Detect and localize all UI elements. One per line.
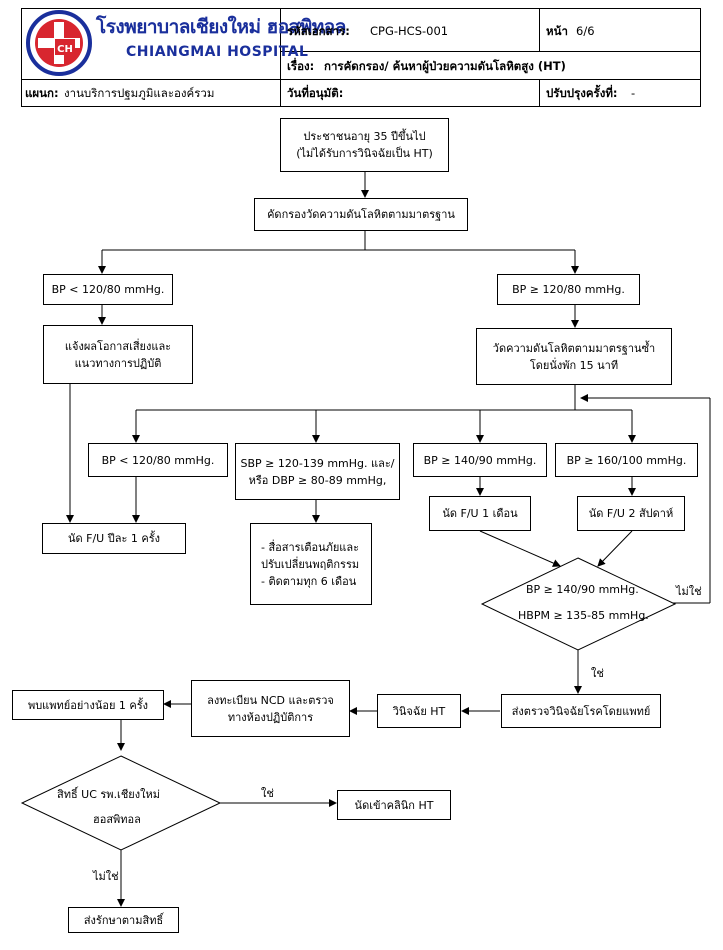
- subject-value: การคัดกรอง/ ค้นหาผู้ป่วยความดันโลหิตสูง …: [324, 59, 566, 73]
- doc-code-value: CPG-HCS-001: [370, 24, 449, 38]
- decision2-yes-label: ใช่: [261, 787, 274, 800]
- b2-line1: SBP ≥ 120-139 mmHg. และ/: [240, 456, 395, 470]
- approve-label: วันที่อนุมัติ:: [287, 86, 344, 100]
- decision2-no-label: ไม่ใช่: [93, 870, 119, 883]
- page-value: 6/6: [576, 24, 595, 38]
- remeasure-line2: โดยนั่งพัก 15 นาที: [529, 358, 619, 372]
- remeasure-box: วัดความดันโลหิตตามมาตรฐานซ้ำ โดยนั่งพัก …: [476, 328, 672, 385]
- header-divider: [280, 51, 701, 52]
- see-doctor-box: พบแพทย์อย่างน้อย 1 ครั้ง: [12, 690, 164, 720]
- page-label: หน้า: [546, 24, 568, 38]
- fu-2week-box: นัด F/U 2 สัปดาห์: [577, 496, 685, 531]
- hospital-logo: CH: [26, 10, 92, 76]
- treat-text: ส่งรักษาตามสิทธิ์: [83, 913, 164, 927]
- b1-text: BP < 120/80 mmHg.: [101, 453, 215, 467]
- bp-160-box: BP ≥ 160/100 mmHg.: [555, 443, 698, 477]
- decision-diamond-uc: [20, 755, 222, 851]
- fu-2week-text: นัด F/U 2 สัปดาห์: [588, 507, 674, 520]
- fu-month-text: นัด F/U 1 เดือน: [442, 507, 518, 520]
- bp-140-box: BP ≥ 140/90 mmHg.: [413, 443, 547, 477]
- prehypertension-box: SBP ≥ 120-139 mmHg. และ/ หรือ DBP ≥ 80-8…: [235, 443, 400, 500]
- hospital-name-english: CHIANGMAI HOSPITAL: [126, 44, 309, 60]
- b3-text: BP ≥ 140/90 mmHg.: [423, 453, 537, 467]
- decision1-line1: BP ≥ 140/90 mmHg.: [526, 583, 639, 596]
- refer-doctor-box: ส่งตรวจวินิจฉัยโรคโดยแพทย์: [501, 694, 661, 728]
- start-line2: (ไม่ได้รับการวินิจฉัยเป็น HT): [296, 147, 433, 160]
- bp-normal-box: BP < 120/80 mmHg.: [88, 443, 228, 477]
- register-line1: ลงทะเบียน NCD และตรวจ: [207, 693, 334, 707]
- subject-label: เรื่อง:: [287, 59, 315, 73]
- decision1-no-label: ไม่ใช่: [676, 585, 702, 598]
- remeasure-line1: วัดความดันโลหิตตามมาตรฐานซ้ำ: [492, 341, 656, 355]
- decision2-line1: สิทธิ์ UC รพ.เชียงใหม่: [57, 788, 160, 801]
- clinic-box: นัดเข้าคลินิก HT: [337, 790, 451, 820]
- register-box: ลงทะเบียน NCD และตรวจ ทางห้องปฏิบัติการ: [191, 680, 350, 737]
- advice-box: - สื่อสารเตือนภัยและ ปรับเปลี่ยนพฤติกรรม…: [250, 523, 372, 605]
- bp-low-text: BP < 120/80 mmHg.: [51, 283, 165, 296]
- inform-line1: แจ้งผลโอกาสเสี่ยงและ: [64, 339, 172, 353]
- refer-doctor-text: ส่งตรวจวินิจฉัยโรคโดยแพทย์: [511, 704, 651, 718]
- logo-text: CH: [57, 44, 73, 55]
- decision-diamond-bp: [480, 557, 677, 651]
- hospital-name-thai: โรงพยาบาลเชียงใหม่ ฮอสพิทอล: [96, 16, 346, 38]
- bp-low-box: BP < 120/80 mmHg.: [43, 274, 173, 305]
- diagnose-text: วินิจฉัย HT: [392, 704, 446, 718]
- revision-value: -: [631, 86, 636, 100]
- dept-label: แผนก:: [25, 86, 59, 100]
- advice-line1: - สื่อสารเตือนภัยและ: [261, 540, 360, 554]
- advice-line3: - ติดตามทุก 6 เดือน: [261, 574, 357, 588]
- bp-high-text: BP ≥ 120/80 mmHg.: [512, 283, 625, 296]
- header-divider: [539, 8, 540, 51]
- fu-year-box: นัด F/U ปีละ 1 ครั้ง: [42, 523, 186, 554]
- decision1-yes-label: ใช่: [591, 667, 604, 680]
- bp-high-box: BP ≥ 120/80 mmHg.: [497, 274, 640, 305]
- b4-text: BP ≥ 160/100 mmHg.: [566, 453, 687, 467]
- advice-line2: ปรับเปลี่ยนพฤติกรรม: [261, 557, 360, 571]
- header-divider: [280, 8, 281, 107]
- register-line2: ทางห้องปฏิบัติการ: [227, 710, 314, 724]
- fu-month-box: นัด F/U 1 เดือน: [429, 496, 531, 531]
- clinic-text: นัดเข้าคลินิก HT: [354, 798, 434, 812]
- fu-year-text: นัด F/U ปีละ 1 ครั้ง: [67, 532, 160, 545]
- start-line1: ประชาชนอายุ 35 ปีขึ้นไป: [303, 130, 426, 143]
- revision-label: ปรับปรุงครั้งที่:: [546, 86, 618, 100]
- screen-box: คัดกรองวัดความดันโลหิตตามมาตรฐาน: [254, 198, 468, 231]
- see-doctor-text: พบแพทย์อย่างน้อย 1 ครั้ง: [27, 698, 149, 712]
- inform-box: แจ้งผลโอกาสเสี่ยงและ แนวทางการปฏิบัติ: [43, 325, 193, 384]
- header-divider: [21, 79, 701, 80]
- header-table: [21, 8, 701, 107]
- start-box: ประชาชนอายุ 35 ปีขึ้นไป (ไม่ได้รับการวิน…: [280, 118, 449, 172]
- screen-text: คัดกรองวัดความดันโลหิตตามมาตรฐาน: [267, 208, 455, 221]
- inform-line2: แนวทางการปฏิบัติ: [74, 356, 162, 370]
- decision1-line2: HBPM ≥ 135-85 mmHg.: [518, 609, 649, 622]
- b2-line2: หรือ DBP ≥ 80-89 mmHg,: [248, 473, 387, 487]
- header-divider: [539, 79, 540, 107]
- decision2-line2: ฮอสพิทอล: [93, 813, 141, 826]
- dept-value: งานบริการปฐมภูมิและองค์รวม: [64, 86, 215, 100]
- doc-code-label: รหัสเอกสาร:: [287, 24, 350, 38]
- treat-box: ส่งรักษาตามสิทธิ์: [68, 907, 179, 933]
- diagnose-box: วินิจฉัย HT: [377, 694, 461, 728]
